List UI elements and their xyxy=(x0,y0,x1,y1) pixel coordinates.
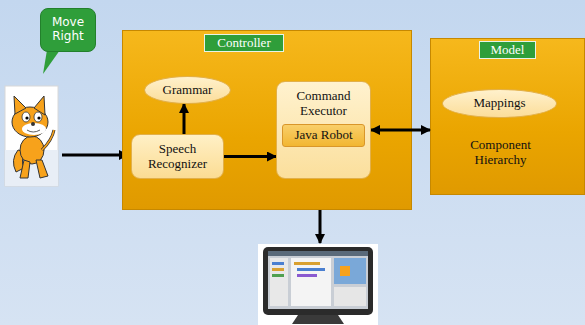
text-box: Component Hierarchy xyxy=(453,131,548,175)
node-label: Grammar xyxy=(163,83,213,98)
node-label: Component Hierarchy xyxy=(459,138,542,168)
node-label: Move Right xyxy=(47,16,89,44)
bubble-tail xyxy=(43,50,60,74)
node-label: Speech Recognizer xyxy=(138,142,217,172)
node-label: Java Robot xyxy=(294,128,352,143)
connector-arrow xyxy=(371,129,430,132)
scratch-cat xyxy=(5,86,58,186)
process-box: Speech Recognizer xyxy=(131,134,224,179)
node-label: Command Executor xyxy=(283,89,364,119)
connector-arrow xyxy=(224,155,276,158)
node-label: Mappings xyxy=(474,96,526,111)
input-arrow xyxy=(62,154,128,157)
model-panel: ModelMappingsComponent Hierarchy xyxy=(430,38,585,195)
process-box: Command ExecutorJava Robot xyxy=(276,81,371,179)
panel-title: Controller xyxy=(204,34,284,52)
controller-panel: ControllerGrammarSpeech Recognizer Comman… xyxy=(122,30,412,210)
component-box: Java Robot xyxy=(282,124,365,147)
grammar-ellipse: Grammar xyxy=(144,76,231,104)
monitor-icon xyxy=(258,244,378,325)
panel-title: Model xyxy=(479,41,536,59)
connector-arrow xyxy=(183,104,186,134)
speech-bubble: Move Right xyxy=(40,8,96,52)
mappings-ellipse: Mappings xyxy=(442,89,557,118)
